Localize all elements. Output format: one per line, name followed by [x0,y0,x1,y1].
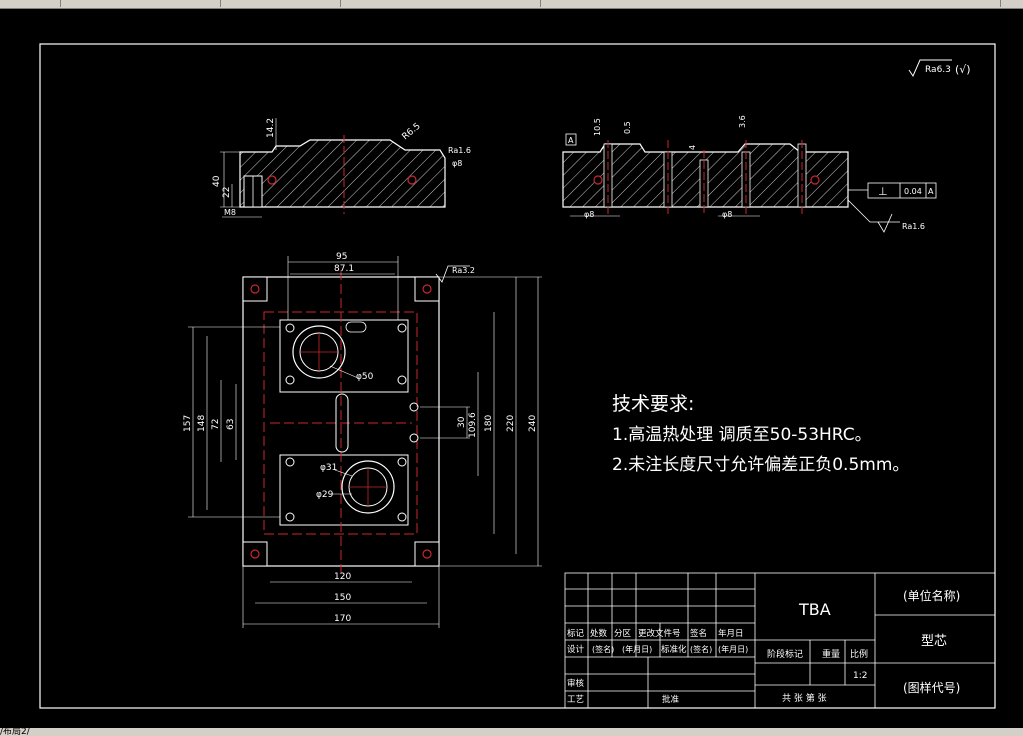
dim-72: 72 [211,419,221,430]
dim-157: 157 [183,415,193,432]
row2-col2: (签名) [592,644,614,654]
ratio-label: 比例 [850,648,868,660]
title-block-text: TBA (单位名称) 型芯 (图样代号) 标记 处数 分区 更改文件号 签名 年… [567,588,960,705]
toolbar-segment[interactable] [0,0,61,7]
row1-col1: 标记 [567,628,585,639]
dim-240: 240 [528,415,538,432]
technical-requirements: 技术要求: 1.高温热处理 调质至50-53HRC。 2.未注长度尺寸允许偏差正… [612,393,909,475]
tolerance-datum: A [928,187,934,196]
dim-170: 170 [334,614,351,624]
row2-col4: 标准化 [661,644,687,655]
front-section-view: 40 22 14.2 R6.5 Ra1.6 φ8 M8 [212,118,471,218]
title-code: (图样代号) [903,680,960,695]
row2-col5: (签名) [690,644,712,654]
toolbar-segment[interactable] [220,0,341,7]
dim-0-5: 0.5 [623,121,632,134]
dim-phi29: φ29 [316,490,334,500]
roughness-suffix: (√) [955,63,971,76]
dim-95: 95 [336,252,347,262]
weight-label: 重量 [822,648,840,660]
plan-ra: Ra3.2 [452,266,475,275]
toolbar-segment[interactable] [340,0,541,7]
dim-148: 148 [197,415,207,432]
title-part: 型芯 [921,634,947,649]
approve-label: 批准 [662,694,680,705]
tech-line-1: 1.高温热处理 调质至50-53HRC。 [612,425,872,445]
tech-line-2: 2.未注长度尺寸允许偏差正负0.5mm。 [612,455,909,475]
drawing-border [39,43,996,709]
dim-phi31: φ31 [320,463,337,473]
stage-mark-label: 阶段标记 [767,648,803,660]
side-section-view: A 10.5 0.5 4 3.6 φ8 φ8 ⊥ 0.04 A Ra1.6 [562,115,937,233]
front-ra: Ra1.6 [448,146,471,155]
side-ra: Ra1.6 [902,222,925,231]
dim-m8: M8 [224,208,236,217]
row1-col3: 分区 [614,629,632,639]
dim-r6-5: R6.5 [401,121,423,142]
row1-col5: 签名 [690,628,707,639]
scale-value: 1:2 [853,671,867,681]
dim-120: 120 [334,572,351,582]
dim-220: 220 [506,415,516,432]
title-tba: TBA [798,600,831,619]
plan-view: 95 87.1 Ra3.2 157 148 72 63 30 [183,252,542,628]
dim-150: 150 [334,593,351,603]
toolbar-segment[interactable] [60,0,221,7]
title-block [564,572,996,709]
row1-col2: 处数 [590,628,608,639]
title-unit: (单位名称) [903,588,960,603]
review-label: 审核 [567,678,585,689]
tech-title: 技术要求: [612,393,694,415]
process-label: 工艺 [567,695,584,705]
status-bar: /布局2/ [0,728,1023,736]
row2-col3: (年月日) [622,644,652,654]
dim-30: 30 [457,416,467,428]
dim-phi8-b: φ8 [722,210,732,219]
datum-a: A [568,136,574,145]
dim-22: 22 [222,187,232,198]
row1-col6: 年月日 [718,628,744,639]
dim-63: 63 [226,419,236,430]
row1-col4: 更改文件号 [638,628,681,639]
dim-109-6: 109.6 [468,412,478,438]
toolbar-segment[interactable] [540,0,1001,7]
tolerance-value: 0.04 [904,187,922,196]
roughness-symbol: Ra6.3 (√) [908,59,971,78]
layout-tab-label[interactable]: /布局2/ [0,728,30,736]
toolbar-strip [0,0,1023,9]
dim-10-5: 10.5 [593,118,602,136]
dim-phi50: φ50 [356,372,374,382]
roughness-label: Ra6.3 [925,65,951,75]
dim-87-1: 87.1 [334,264,354,274]
cad-drawing-canvas[interactable]: Ra6.3 (√) 40 22 14.2 R6.5 Ra1.6 φ8 M8 [0,8,1023,728]
dim-40: 40 [212,175,222,187]
front-phi: φ8 [452,159,462,168]
dim-phi8-a: φ8 [584,210,594,219]
perp-symbol: ⊥ [878,185,888,198]
row2-col6: (年月日) [718,644,748,654]
dim-3-6: 3.6 [738,115,747,128]
dim-14-2: 14.2 [266,118,276,138]
dim-180: 180 [484,415,494,432]
row2-col1: 设计 [567,644,585,655]
sheets-label: 共 张 第 张 [782,692,827,704]
dim-4: 4 [688,145,697,150]
